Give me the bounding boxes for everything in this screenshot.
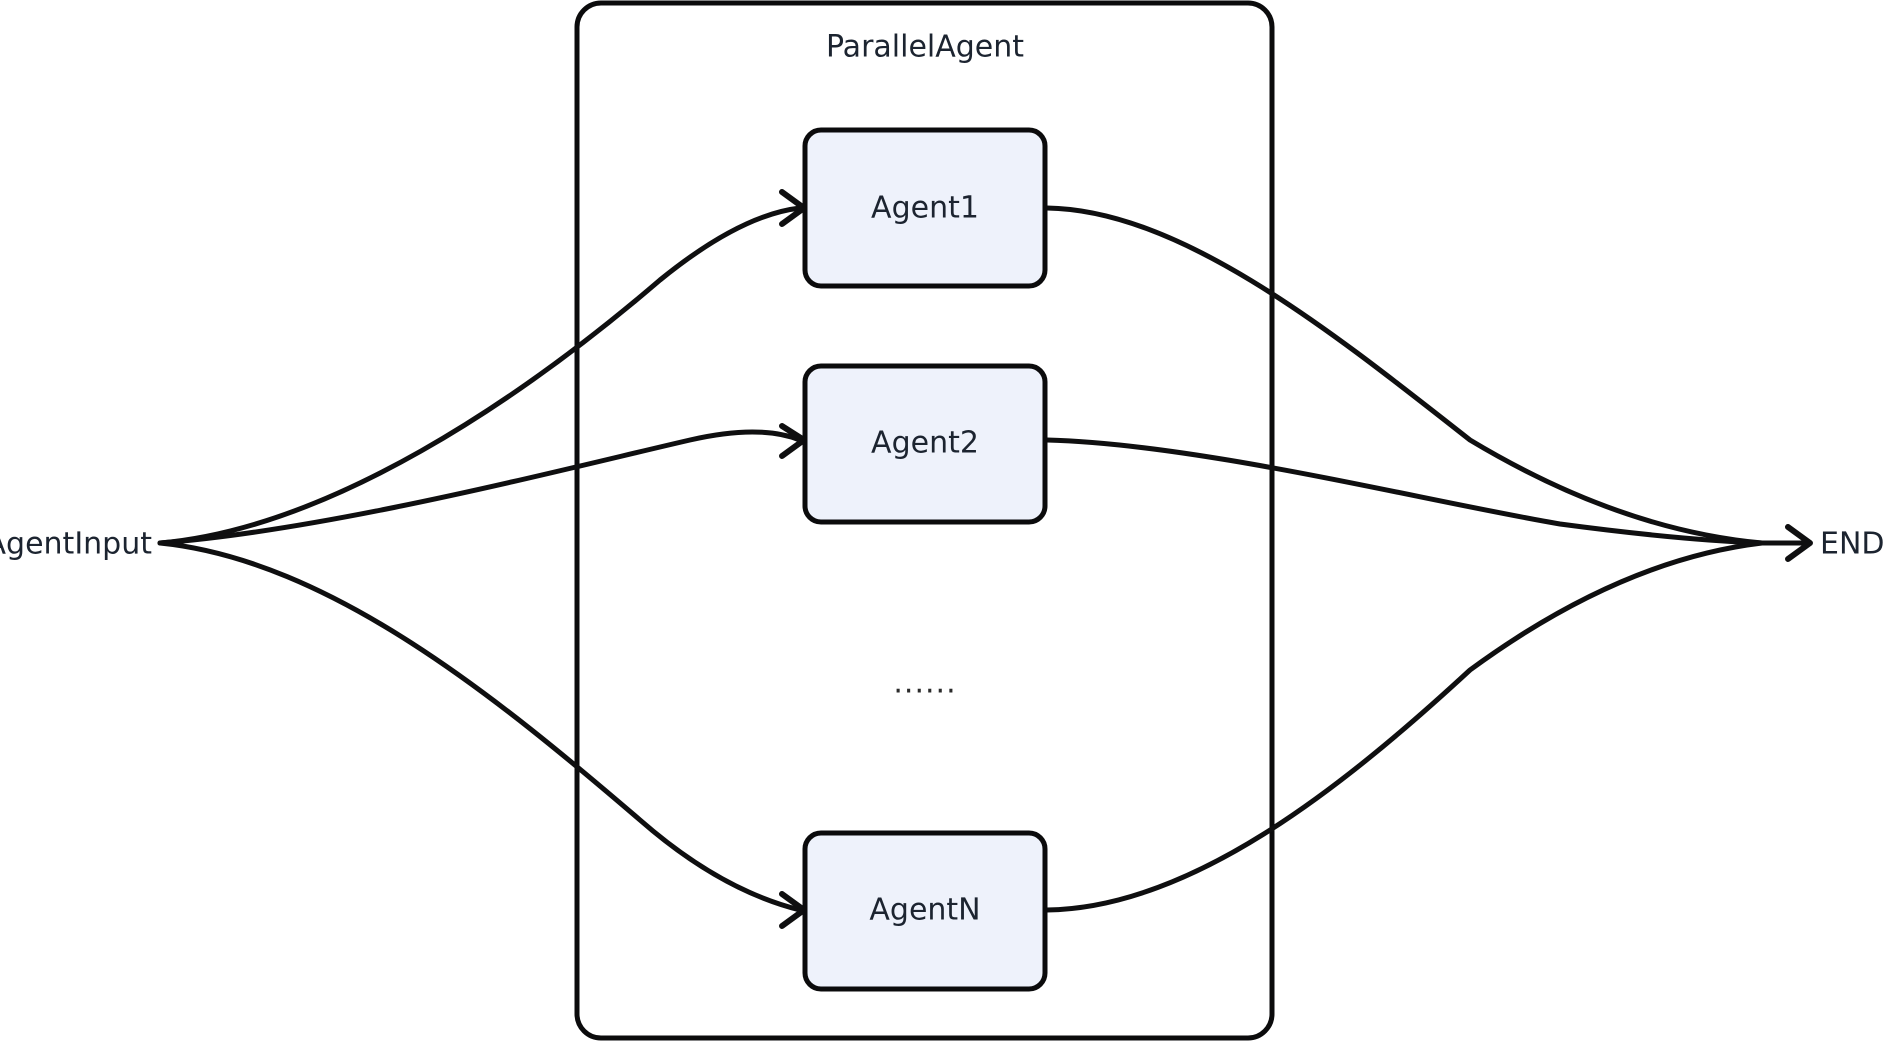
- agent-node-agent1-label: Agent1: [871, 191, 979, 226]
- agent-node-agent2-label: Agent2: [871, 426, 979, 461]
- terminal-end-label: END: [1820, 527, 1885, 562]
- edge-agent1-to-end: [1044, 205, 1765, 546]
- agent-node-agent1[interactable]: [802, 127, 1048, 289]
- parallel-agent-group-title: ParallelAgent: [826, 30, 1024, 65]
- agent-node-agentn-label: AgentN: [869, 893, 980, 928]
- edge-agentn-to-end: [1044, 540, 1765, 913]
- agents-ellipsis: ......: [893, 666, 956, 701]
- edge-agentinput-to-agentn: [157, 540, 803, 913]
- agent-node-agent2[interactable]: [802, 363, 1048, 525]
- terminal-agent-input-label: AgentInput: [0, 527, 152, 562]
- agent-node-agentn[interactable]: [802, 830, 1048, 992]
- edge-agent2-to-end: [1044, 437, 1765, 546]
- edge-agentinput-to-agent2: [157, 429, 803, 546]
- edge-agentinput-to-agent1: [157, 205, 803, 546]
